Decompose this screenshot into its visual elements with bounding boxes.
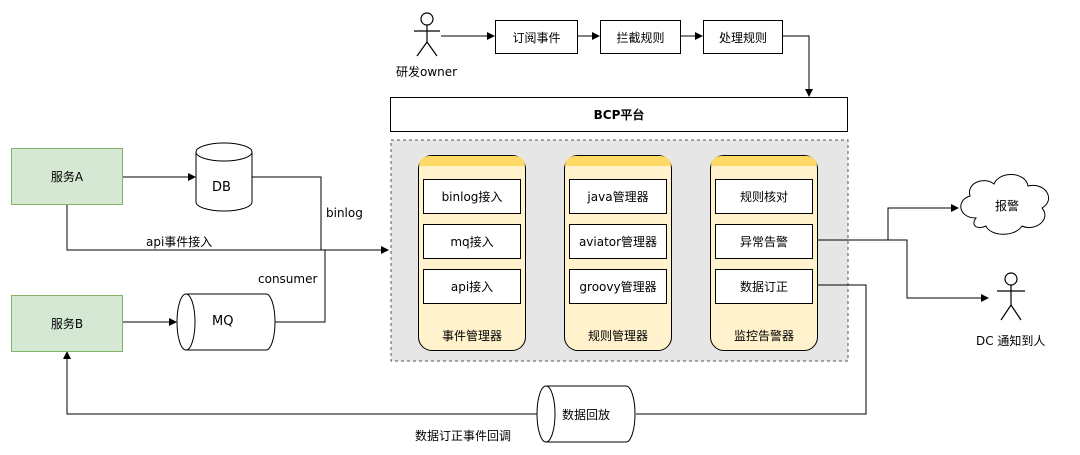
lane-monitor-alarm: 规则核对 异常告警 数据订正 监控告警器 [710, 155, 818, 351]
flow-intercept-rule[interactable]: 拦截规则 [600, 20, 681, 54]
edge-mq-consumer [275, 250, 326, 323]
lane-item-data-correction[interactable]: 数据订正 [715, 269, 813, 304]
edge-service-a-api [66, 205, 389, 254]
lane-title: 事件管理器 [441, 329, 502, 343]
edge-db-binlog [252, 176, 322, 250]
alarm-label: 报警 [995, 199, 1020, 213]
api-edge-label: api事件接入 [146, 235, 213, 249]
lane-item-java[interactable]: java管理器 [569, 179, 667, 214]
edge-correction-replay [636, 284, 867, 415]
dc-actor-icon [997, 272, 1025, 321]
lane-item-mq[interactable]: mq接入 [423, 224, 521, 259]
lane-header [711, 156, 817, 166]
db-label: DB [212, 180, 231, 195]
dc-notify-label: DC 通知到人 [976, 334, 1046, 348]
lane-item-api[interactable]: api接入 [423, 269, 521, 304]
edge-alarm-to-person [818, 239, 989, 302]
replay-cylinder-icon [536, 385, 636, 443]
mq-cylinder-icon [176, 293, 276, 351]
service-b-box[interactable]: 服务B [11, 295, 123, 352]
lane-header [419, 156, 525, 166]
lane-header [565, 156, 671, 166]
edge-handle-platform [783, 35, 813, 97]
lane-item-groovy[interactable]: groovy管理器 [569, 269, 667, 304]
lane-item-rule-check[interactable]: 规则核对 [715, 179, 813, 214]
binlog-edge-label: binlog [326, 206, 363, 220]
lane-title: 监控告警器 [733, 329, 794, 343]
lane-title: 规则管理器 [587, 329, 648, 343]
mq-label: MQ [212, 314, 234, 329]
flow-subscribe-event[interactable]: 订阅事件 [495, 20, 578, 54]
developer-label: 研发owner [396, 65, 458, 79]
lane-rule-manager: java管理器 aviator管理器 groovy管理器 规则管理器 [564, 155, 672, 351]
replay-label: 数据回放 [562, 408, 611, 422]
service-a-box[interactable]: 服务A [11, 148, 123, 205]
lane-item-aviator[interactable]: aviator管理器 [569, 224, 667, 259]
callback-edge-label: 数据订正事件回调 [415, 429, 512, 443]
bcp-platform-bar[interactable]: BCP平台 [390, 97, 848, 132]
lane-item-binlog[interactable]: binlog接入 [423, 179, 521, 214]
developer-actor-icon [414, 12, 440, 57]
consumer-edge-label: consumer [258, 272, 318, 286]
db-cylinder-icon [195, 142, 253, 212]
flow-handle-rule[interactable]: 处理规则 [703, 20, 783, 54]
lane-event-manager: binlog接入 mq接入 api接入 事件管理器 [418, 155, 526, 351]
edge-replay-service-b [63, 351, 537, 415]
lane-item-exception-alarm[interactable]: 异常告警 [715, 224, 813, 259]
alarm-cloud-icon [960, 174, 1049, 235]
